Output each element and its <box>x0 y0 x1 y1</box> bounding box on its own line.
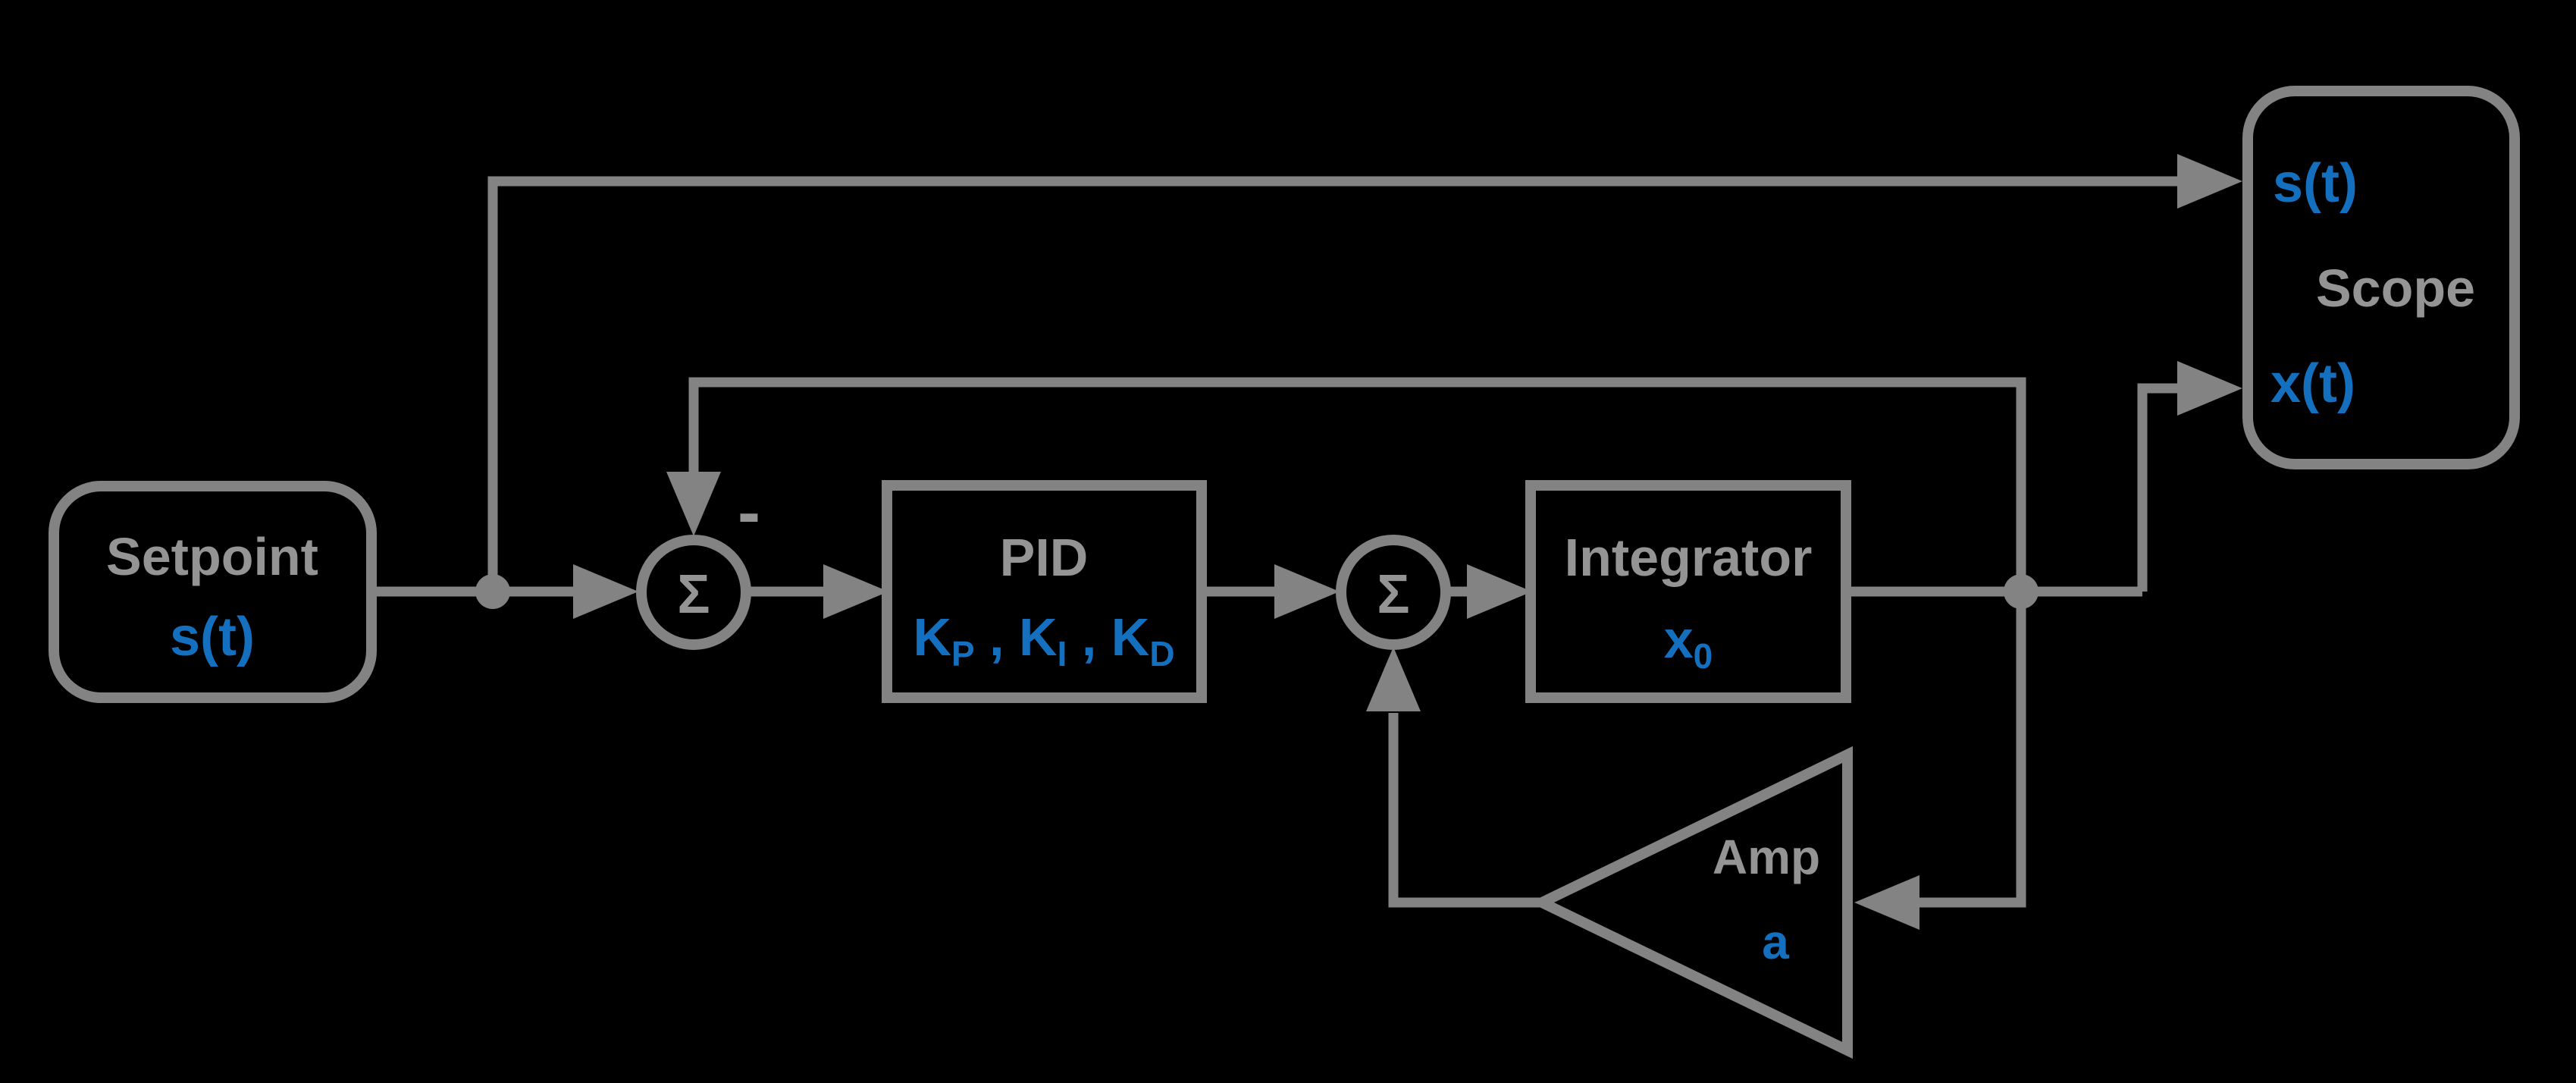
pid-gain2-sub: I <box>1058 634 1067 673</box>
setpoint-label: Setpoint <box>106 527 318 586</box>
arrowhead-into-scope-st <box>2177 154 2242 209</box>
arrowhead-into-sum1-top <box>666 472 721 536</box>
pid-gain3-base: K <box>1111 607 1150 667</box>
pid-label: PID <box>1000 528 1089 587</box>
setpoint-block: Setpoint s(t) <box>49 481 377 703</box>
sum1-minus-sign: - <box>738 475 760 551</box>
pid-separator: , <box>975 607 1019 667</box>
arrowhead-into-amp <box>1854 875 1919 930</box>
wire-amp-to-sum2 <box>1388 713 1542 908</box>
pid-gain1-sub: P <box>951 634 975 673</box>
wire-output-to-amp <box>1919 592 2026 908</box>
sum1-circle <box>636 535 751 650</box>
pid-block: PID KP , KI , KD <box>882 480 1207 703</box>
scope-label: Scope <box>2316 259 2475 318</box>
integrator-label: Integrator <box>1565 528 1813 587</box>
integrator-box <box>1525 480 1851 703</box>
amp-triangle <box>1529 746 1853 1059</box>
arrowhead-into-sum1-left <box>573 564 638 619</box>
sum2-circle <box>1336 535 1451 650</box>
pid-separator: , <box>1067 607 1111 667</box>
sum1-sigma: Σ <box>677 564 710 625</box>
integrator-block: Integrator x0 <box>1525 480 1851 703</box>
sum2-sigma: Σ <box>1377 564 1409 625</box>
scope-input-xt-label: x(t) <box>2270 353 2355 414</box>
arrowhead-into-sum2-left <box>1274 564 1340 619</box>
pid-gain3-sub: D <box>1149 634 1174 673</box>
wire-feedback-to-sum1 <box>688 377 2026 592</box>
pid-gains-label: KP , KI , KD <box>913 607 1174 673</box>
pid-box <box>882 480 1207 703</box>
integrator-init-sub: 0 <box>1694 636 1713 676</box>
arrowhead-into-integrator <box>1467 564 1532 619</box>
amp-label: Amp <box>1713 830 1820 884</box>
arrowhead-into-pid <box>823 564 888 619</box>
setpoint-signal-label: s(t) <box>170 607 255 667</box>
integrator-init-label: x0 <box>1664 610 1713 676</box>
pid-gain1-base: K <box>913 607 951 667</box>
scope-input-st-label: s(t) <box>2273 153 2358 214</box>
pid-gain2-base: K <box>1019 607 1058 667</box>
integrator-init-base: x <box>1664 610 1694 669</box>
scope-block: s(t) Scope x(t) <box>2242 86 2520 469</box>
amp-block: Amp a <box>1529 746 1853 1059</box>
wire-setpoint-branch-to-scope <box>487 176 2177 592</box>
arrowhead-into-scope-xt <box>2177 361 2242 416</box>
scope-box <box>2242 86 2520 469</box>
amp-gain-label: a <box>1762 915 1789 969</box>
sum-junction-2: Σ <box>1336 535 1451 650</box>
branch-dot-setpoint <box>475 574 510 609</box>
setpoint-box <box>49 481 377 703</box>
sum-junction-1: Σ - <box>636 475 760 650</box>
wire-output-to-scope <box>2137 383 2177 592</box>
arrowhead-into-sum2-bottom <box>1366 647 1421 711</box>
